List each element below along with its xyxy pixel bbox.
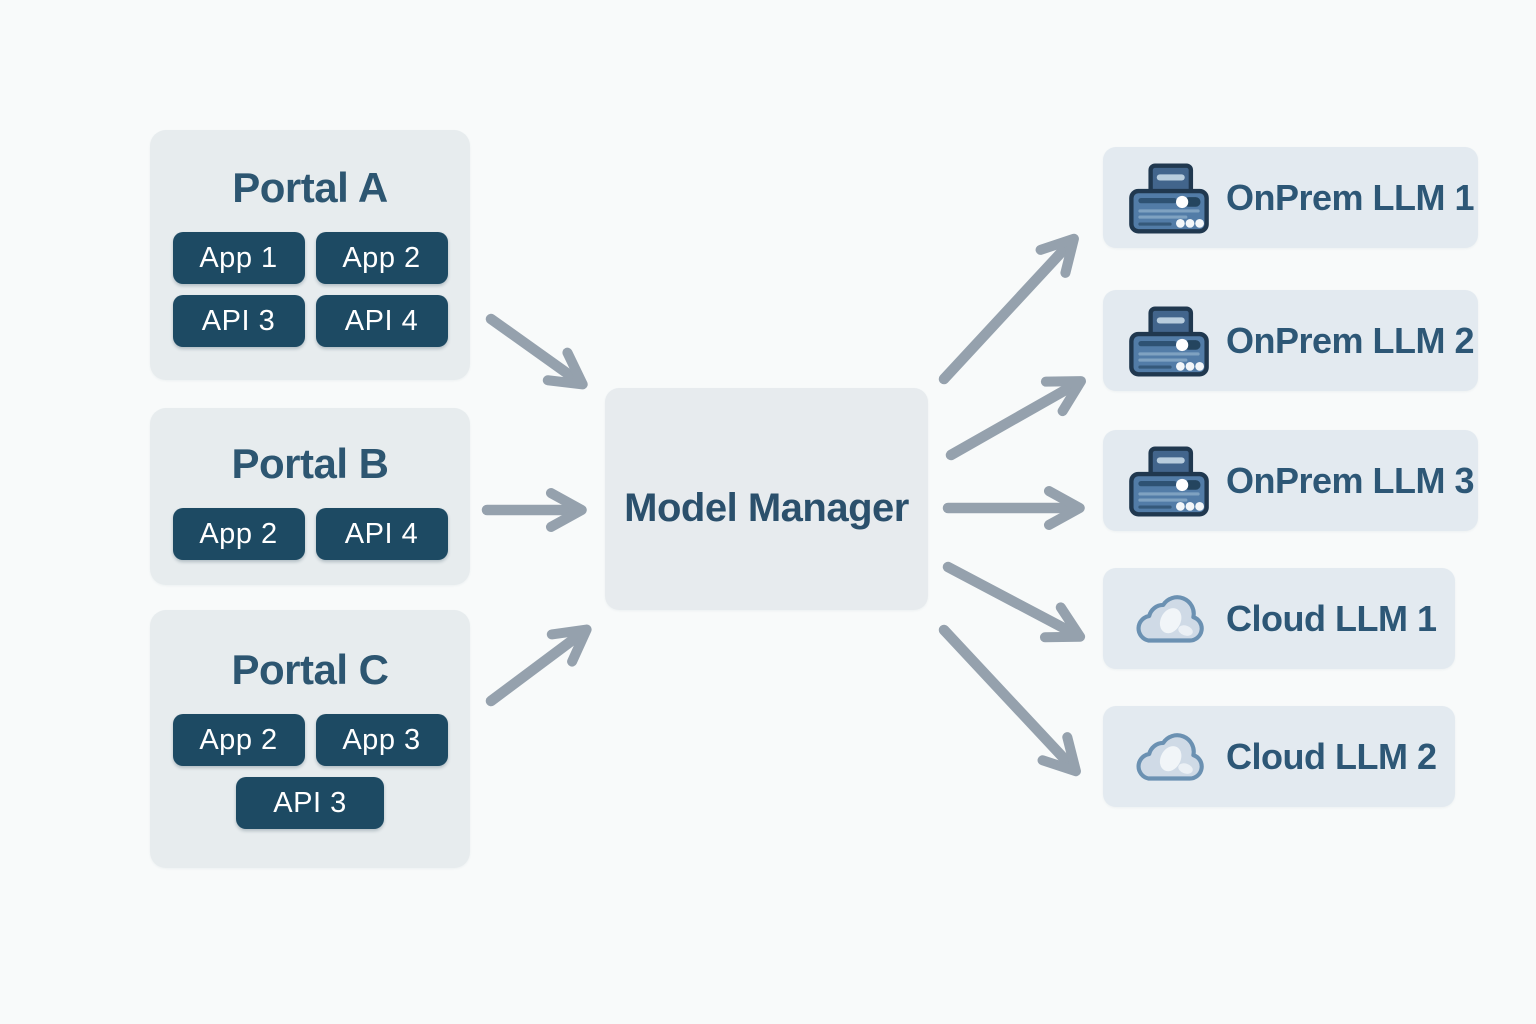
server-icon — [1126, 301, 1212, 381]
chip-app-2: App 2 — [172, 508, 305, 560]
server-icon — [1126, 441, 1212, 521]
endpoint-label: Cloud LLM 2 — [1226, 735, 1437, 777]
chip-api-4: API 4 — [315, 295, 448, 347]
chip-app-2: App 2 — [315, 232, 448, 284]
arrow-portal-c-to-hub — [485, 624, 592, 707]
model-manager-box: Model Manager — [605, 388, 928, 610]
arrow-portal-a-to-hub — [485, 313, 588, 390]
cloud-icon — [1126, 717, 1212, 797]
endpoint-onprem-llm-1: OnPrem LLM 1 — [1103, 147, 1478, 248]
server-icon — [1126, 158, 1212, 238]
cloud-icon — [1126, 579, 1212, 659]
endpoint-label: OnPrem LLM 1 — [1226, 176, 1475, 218]
model-manager-title: Model Manager — [624, 485, 909, 530]
endpoint-onprem-llm-3: OnPrem LLM 3 — [1103, 430, 1478, 531]
portal-c-chips: App 2 App 3 API 3 — [172, 714, 448, 829]
endpoint-label: OnPrem LLM 3 — [1226, 459, 1475, 501]
portal-c-title: Portal C — [231, 646, 389, 693]
arrow-hub-to-cloud-1 — [942, 561, 1086, 643]
portal-a-title: Portal A — [232, 164, 388, 211]
portal-b-title: Portal B — [231, 440, 389, 487]
portal-a-panel: Portal A App 1 App 2 API 3 API 4 — [150, 130, 470, 380]
arrow-hub-to-cloud-2 — [938, 624, 1081, 777]
endpoint-cloud-llm-1: Cloud LLM 1 — [1103, 568, 1455, 669]
chip-app-3: App 3 — [315, 714, 448, 766]
arrow-hub-to-onprem-2 — [945, 376, 1087, 461]
chip-app-1: App 1 — [172, 232, 305, 284]
portal-b-chips: App 2 API 4 — [172, 508, 448, 560]
endpoint-label: OnPrem LLM 2 — [1226, 319, 1475, 361]
endpoint-onprem-llm-2: OnPrem LLM 2 — [1103, 290, 1478, 391]
portal-b-panel: Portal B App 2 API 4 — [150, 408, 470, 585]
chip-api-3: API 3 — [236, 777, 384, 829]
portal-a-chips: App 1 App 2 API 3 API 4 — [172, 232, 448, 347]
endpoint-label: Cloud LLM 1 — [1226, 597, 1437, 639]
endpoint-cloud-llm-2: Cloud LLM 2 — [1103, 706, 1455, 807]
chip-app-2: App 2 — [172, 714, 305, 766]
arrow-hub-to-onprem-1 — [938, 233, 1079, 385]
chip-api-3: API 3 — [172, 295, 305, 347]
chip-api-4: API 4 — [315, 508, 448, 560]
portal-c-panel: Portal C App 2 App 3 API 3 — [150, 610, 470, 868]
